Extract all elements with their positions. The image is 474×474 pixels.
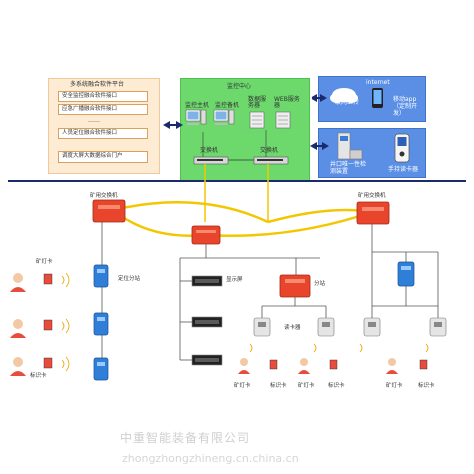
bottom-card-1-icon <box>269 359 278 370</box>
card-reader-1-icon <box>253 317 271 337</box>
led-display-2-icon <box>191 316 223 328</box>
mine-switch-center-icon <box>191 225 221 245</box>
id-card-label-3: 标识卡 <box>328 383 345 389</box>
bottom-miner-1-icon <box>238 358 250 374</box>
locator-station-icon-1 <box>93 264 109 288</box>
led-display-3-icon <box>191 354 223 366</box>
display-label: 显示屏 <box>226 277 243 283</box>
miner-card-1-icon <box>43 273 53 285</box>
platform-portal[interactable]: 调度大屏大数据综合门户 <box>58 151 148 163</box>
switch-right-label: 交换机 <box>260 147 279 154</box>
handheld-reader-label: 手持读卡器 <box>388 166 419 173</box>
locator-station-icon-2 <box>93 312 109 336</box>
reader-label: 读卡器 <box>284 325 301 331</box>
switch-left-label: 交换机 <box>200 147 219 154</box>
miner-card-label-2: 矿灯卡 <box>234 383 251 389</box>
miner-avatar-2-icon <box>10 319 26 338</box>
mine-switch-right-icon <box>356 201 390 225</box>
id-card-label-4: 标识卡 <box>418 383 435 389</box>
signal-wave-1-icon <box>61 272 70 288</box>
watermark-url: zhongzhongzhineng.cn.china.cn <box>122 452 299 465</box>
mine-switch-left-icon <box>92 199 126 223</box>
miner-card-2-icon <box>43 319 53 331</box>
cloud-label: 联网上传 <box>335 99 360 106</box>
led-display-1-icon <box>191 275 223 287</box>
monitor-backup-label: 监控备机 <box>215 102 240 109</box>
bottom-card-2-icon <box>329 359 338 370</box>
mine-switch-right-label: 矿用交换机 <box>358 193 386 199</box>
substation-icon <box>279 274 311 298</box>
internet-label: internet <box>366 79 390 86</box>
monitor-host-label: 监控主机 <box>185 102 210 109</box>
locator-station-label: 定位分站 <box>118 276 141 282</box>
miner-avatar-1-icon <box>10 273 26 292</box>
platform-item-positioning[interactable]: 人员定位融合软件接口 <box>58 128 148 139</box>
platform-item-broadcast[interactable]: 应急广播融合软件接口 <box>58 104 148 115</box>
miner-card-label-1: 矿灯卡 <box>36 259 53 265</box>
watermark-company: 中重智能装备有限公司 <box>120 431 251 445</box>
bottom-miner-2-icon <box>298 358 310 374</box>
card-reader-2-icon <box>317 317 335 337</box>
gate-label: 井口唯一性检测装置 <box>330 161 367 175</box>
miner-card-3-icon <box>43 357 53 369</box>
substation-label: 分站 <box>314 281 326 287</box>
web-server-label: WEB服务器 <box>274 96 300 109</box>
platform-item-security[interactable]: 安全监控融合软件接口 <box>58 91 148 102</box>
signal-wave-2-icon <box>61 318 70 334</box>
id-card-label-2: 标识卡 <box>270 383 287 389</box>
miner-avatar-3-icon <box>10 357 26 376</box>
mine-switch-left-label: 矿用交换机 <box>90 193 118 199</box>
bottom-signal-icons <box>249 343 429 353</box>
platform-item-ellipsis: …… <box>88 117 100 124</box>
id-card-label-1: 标识卡 <box>30 373 47 379</box>
monitor-center-title: 监控中心 <box>227 83 252 90</box>
miner-card-label-3: 矿灯卡 <box>298 383 315 389</box>
db-server-label: 数据服务器 <box>248 96 267 109</box>
platform-title: 多系统融合软件平台 <box>70 81 125 88</box>
mobile-label: 移动app（定制开发） <box>393 96 418 117</box>
bottom-miner-3-icon <box>386 358 398 374</box>
monitor-center-panel <box>180 78 310 181</box>
miner-card-label-4: 矿灯卡 <box>386 383 403 389</box>
card-reader-3-icon <box>363 317 381 337</box>
locator-station-icon-3 <box>93 357 109 381</box>
card-reader-4-icon <box>429 317 447 337</box>
bottom-card-3-icon <box>419 359 428 370</box>
signal-wave-3-icon <box>61 356 70 372</box>
locator-station-right-icon <box>397 261 415 287</box>
